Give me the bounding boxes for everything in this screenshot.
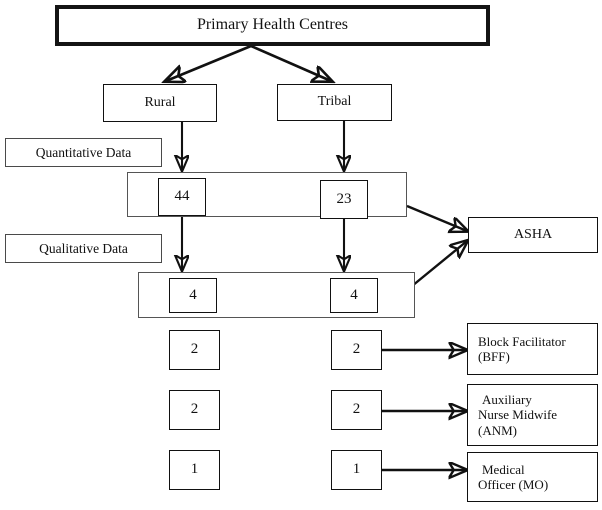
node-anm-tribal-count-label: 2 — [352, 401, 361, 418]
node-role-mo-line2: Officer (MO) — [478, 477, 549, 492]
node-role-mo[interactable]: Medical Officer (MO) — [467, 452, 598, 502]
node-rural[interactable]: Rural — [103, 84, 217, 122]
node-qualitative-tribal-count-label: 4 — [350, 286, 358, 303]
node-role-anm-line3: (ANM) — [478, 422, 517, 438]
label-qualitative-data: Qualitative Data — [5, 234, 162, 263]
node-bff-tribal-count-label: 2 — [352, 341, 361, 358]
node-role-anm-line1: Auxiliary — [482, 392, 532, 407]
node-role-anm-line2: Nurse Midwife — [478, 407, 558, 423]
node-bff-rural-count-label: 2 — [190, 341, 199, 358]
node-role-mo-line1: Medical — [482, 461, 525, 477]
node-qualitative-rural-count-label: 4 — [189, 286, 197, 303]
node-role-bff-line1: Block Facilitator — [478, 333, 566, 349]
node-quantitative-rural-count[interactable]: 44 — [158, 178, 206, 216]
node-mo-tribal-count[interactable]: 1 — [331, 450, 382, 490]
node-rural-label: Rural — [144, 94, 176, 110]
node-bff-rural-count[interactable]: 2 — [169, 330, 220, 370]
node-role-asha[interactable]: ASHA — [468, 217, 598, 253]
node-role-anm[interactable]: Auxiliary Nurse Midwife (ANM) — [467, 384, 598, 446]
node-tribal[interactable]: Tribal — [277, 84, 392, 121]
node-anm-rural-count[interactable]: 2 — [169, 390, 220, 430]
node-qualitative-tribal-count[interactable]: 4 — [330, 278, 378, 313]
node-role-asha-label: ASHA — [513, 226, 553, 242]
node-quantitative-tribal-count-label: 23 — [336, 190, 352, 207]
edge-phc-to-tribal — [250, 44, 331, 81]
node-bff-tribal-count[interactable]: 2 — [331, 330, 382, 370]
node-primary-health-centres-label: Primary Health Centres — [196, 16, 349, 34]
edge-phc-to-rural — [166, 44, 252, 81]
label-qualitative-data-text: Qualitative Data — [39, 240, 128, 256]
node-anm-rural-count-label: 2 — [190, 401, 199, 418]
label-quantitative-data-text: Quantitative Data — [35, 144, 132, 160]
node-primary-health-centres[interactable]: Primary Health Centres — [55, 5, 490, 46]
edge-quant-to-asha — [406, 204, 467, 231]
label-quantitative-data: Quantitative Data — [5, 138, 162, 167]
node-anm-tribal-count[interactable]: 2 — [331, 390, 382, 430]
node-mo-tribal-count-label: 1 — [352, 461, 361, 478]
node-quantitative-tribal-count[interactable]: 23 — [320, 180, 368, 219]
node-qualitative-rural-count[interactable]: 4 — [169, 278, 217, 313]
node-role-bff-line2: (BFF) — [478, 349, 510, 364]
node-mo-rural-count-label: 1 — [190, 461, 199, 478]
node-mo-rural-count[interactable]: 1 — [169, 450, 220, 490]
node-quantitative-rural-count-label: 44 — [174, 188, 190, 205]
node-tribal-label: Tribal — [317, 94, 352, 110]
edge-qual-to-asha — [411, 241, 467, 287]
node-role-bff[interactable]: Block Facilitator (BFF) — [467, 323, 598, 375]
